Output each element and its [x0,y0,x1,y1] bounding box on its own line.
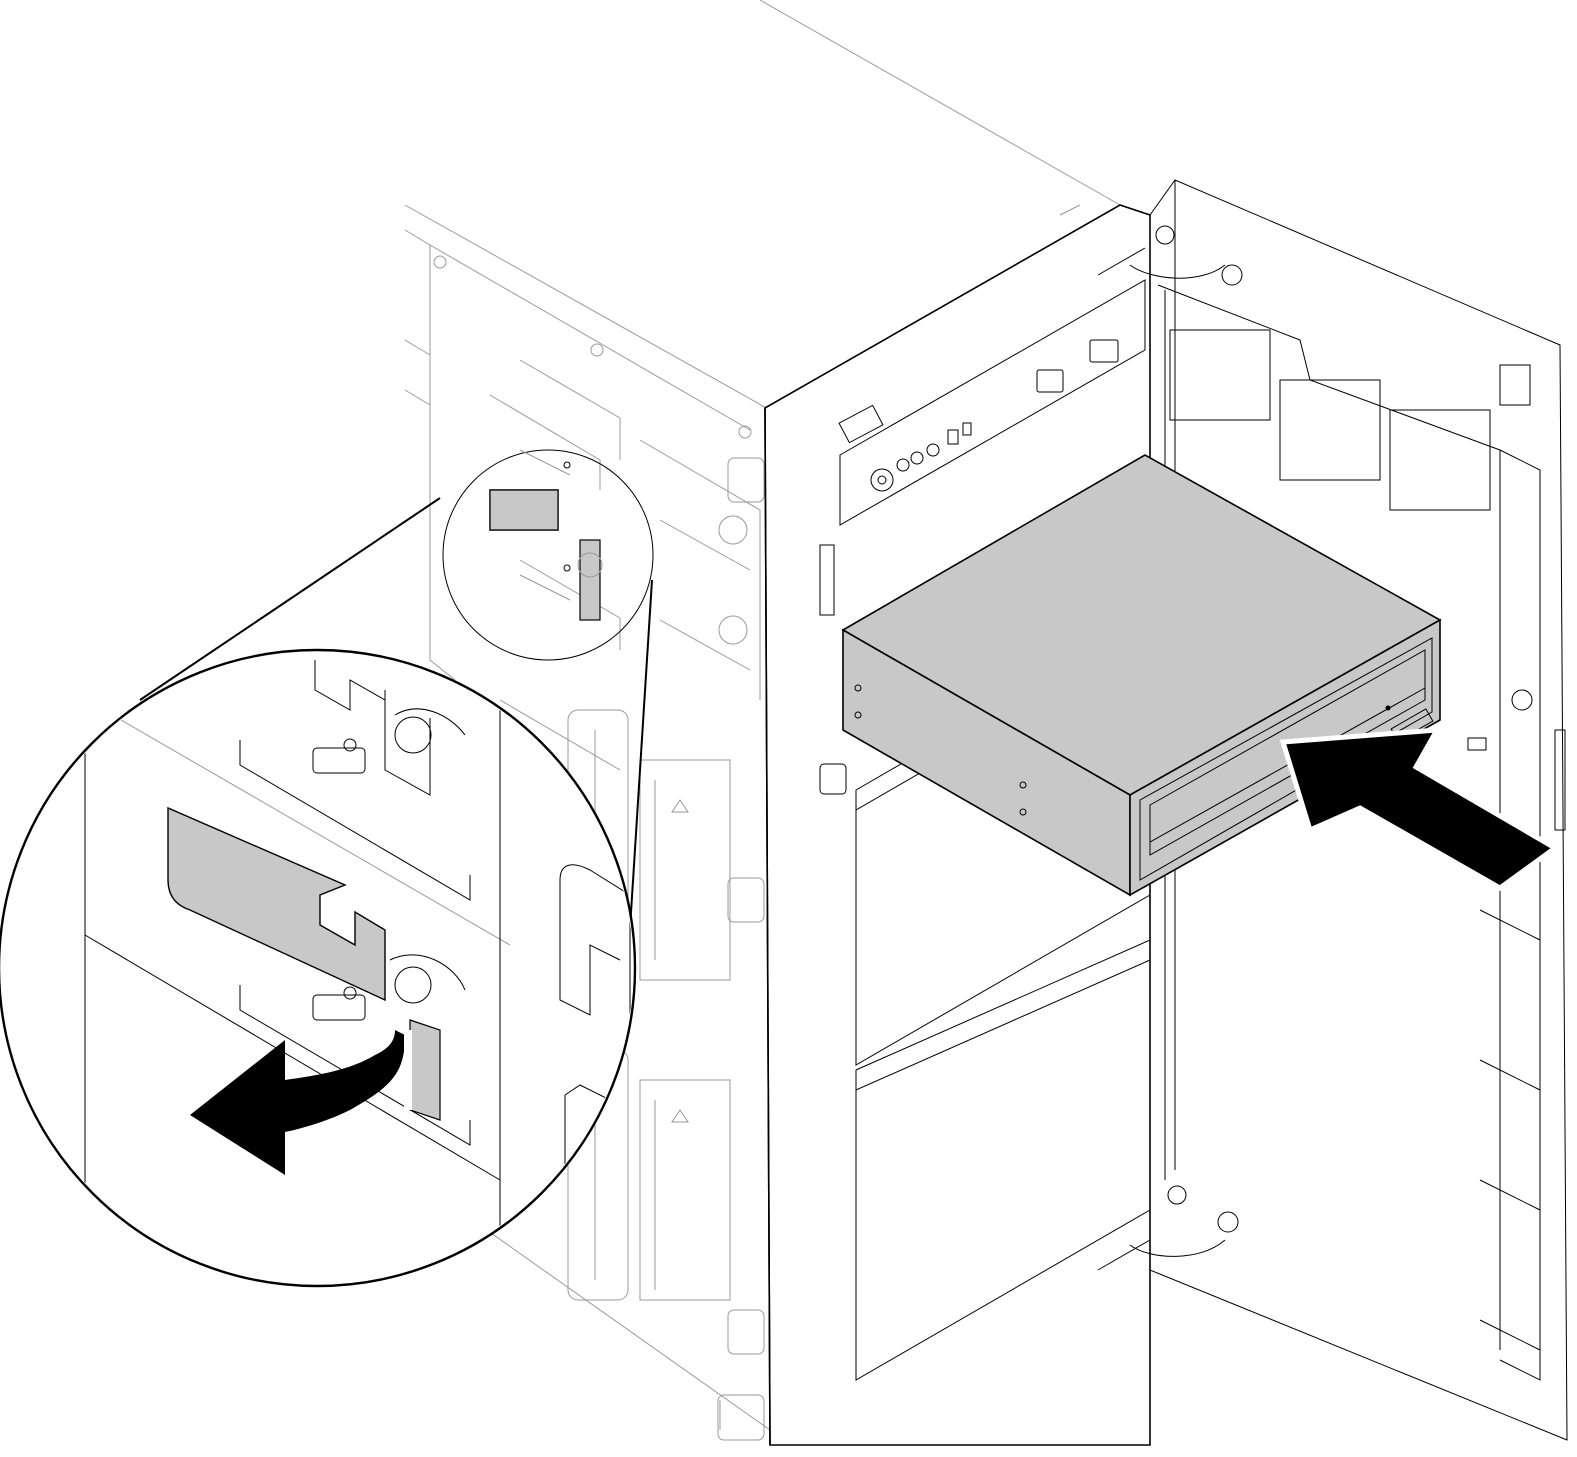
zoom-connector-left [139,497,441,701]
optical-drive [841,454,1442,897]
power-button-icon [870,468,894,492]
zoom-detail-circle [0,648,637,1288]
arrow-left-icon [1279,727,1560,891]
zoom-source-circle [442,449,654,661]
curved-arrow-left-icon [190,1030,405,1175]
bezel-door [1129,179,1568,1441]
zoom-connector-right [627,579,653,961]
insert-arrow [1279,727,1560,891]
drive-front-face [1129,618,1441,897]
